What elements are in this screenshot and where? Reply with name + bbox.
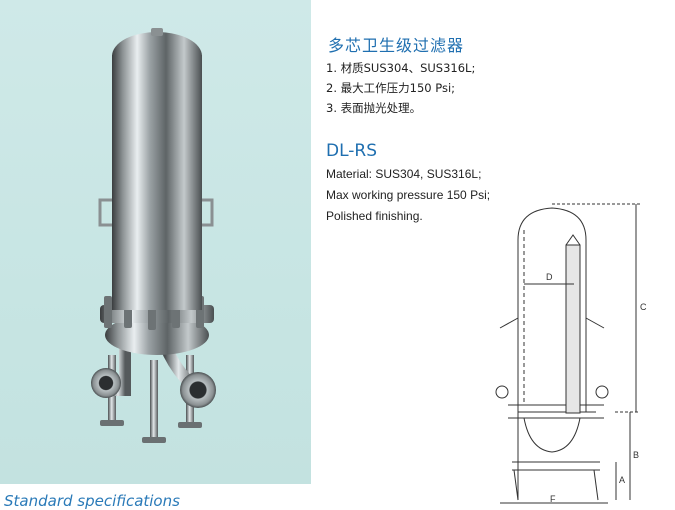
- spec-list-en: Material: SUS304, SUS316L; Max working p…: [326, 164, 490, 227]
- spec-line: Max working pressure 150 Psi;: [326, 188, 491, 202]
- handle-left: [499, 317, 519, 329]
- handle-left: [98, 198, 112, 227]
- housing-outline: [517, 207, 587, 500]
- spec-line: 3. 表面抛光处理。: [326, 101, 422, 115]
- outlet-flange: [180, 372, 216, 408]
- housing-body: [112, 55, 202, 310]
- vent-cap: [151, 28, 163, 36]
- cartridge: [565, 244, 581, 414]
- handle-right: [585, 317, 605, 329]
- product-title-cn: 多芯卫生级过滤器: [328, 36, 465, 55]
- inlet-flange: [91, 368, 121, 398]
- foot: [178, 422, 202, 428]
- leg: [593, 469, 599, 501]
- dimension-drawing: C B A D F: [495, 203, 647, 504]
- spec-line: Material: SUS304, SUS316L;: [326, 167, 482, 181]
- dim-label-b: B: [633, 450, 639, 460]
- clamp: [595, 385, 609, 399]
- leg: [150, 360, 158, 440]
- leg: [513, 469, 519, 501]
- housing-dome: [112, 32, 202, 80]
- foot: [142, 437, 166, 443]
- cartridge-tip: [565, 234, 581, 246]
- dim-label-c: C: [640, 302, 647, 312]
- dim-label-a: A: [619, 475, 625, 485]
- product-photo: [0, 0, 311, 484]
- bottom-bowl: [523, 417, 581, 453]
- dim-label-d: D: [546, 272, 553, 282]
- spec-line: Polished finishing.: [326, 209, 423, 223]
- spec-list-cn: 1. 材质SUS304、SUS316L; 2. 最大工作压力150 Psi; 3…: [326, 58, 475, 118]
- dim-label-f: F: [550, 494, 556, 504]
- clamp: [495, 385, 509, 399]
- section-heading-cropped: Standard specifications: [4, 492, 180, 510]
- foot: [100, 420, 124, 426]
- handle-right: [202, 198, 214, 227]
- filter-housing-illustration: [91, 28, 216, 443]
- spec-line: 2. 最大工作压力150 Psi;: [326, 81, 456, 95]
- spec-line: 1. 材质SUS304、SUS316L;: [326, 61, 476, 75]
- product-title-en: DL-RS: [326, 141, 377, 161]
